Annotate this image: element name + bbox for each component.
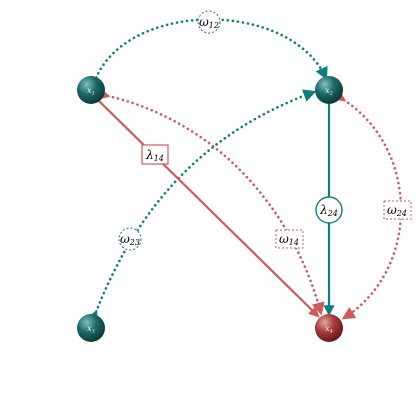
svg-text:x4: x4 bbox=[325, 324, 333, 335]
svg-text:λ24: λ24 bbox=[319, 203, 338, 218]
svg-text:x3: x3 bbox=[87, 324, 95, 335]
edge-lambda14 bbox=[97, 99, 320, 318]
svg-text:x1: x1 bbox=[87, 86, 95, 97]
node-x3: x3 bbox=[77, 314, 105, 342]
label-omega12: ω12 bbox=[197, 10, 221, 34]
svg-text:λ14: λ14 bbox=[145, 148, 164, 163]
label-omega23: ω23 bbox=[118, 227, 142, 251]
edge-omega14 bbox=[96, 87, 325, 316]
node-x4: x4 bbox=[315, 314, 343, 342]
node-x1: x1 bbox=[77, 76, 105, 104]
node-x2: x2 bbox=[315, 76, 343, 104]
label-lambda24: λ24 bbox=[315, 196, 343, 224]
svg-text:x2: x2 bbox=[325, 86, 333, 97]
label-omega24: ω24 bbox=[383, 200, 412, 220]
svg-text:ω23: ω23 bbox=[120, 232, 140, 247]
label-omega14: ω14 bbox=[275, 229, 304, 249]
svg-text:ω14: ω14 bbox=[279, 232, 299, 247]
label-lambda14: λ14 bbox=[141, 144, 169, 165]
svg-text:ω24: ω24 bbox=[387, 203, 407, 218]
svg-text:ω12: ω12 bbox=[199, 15, 219, 30]
